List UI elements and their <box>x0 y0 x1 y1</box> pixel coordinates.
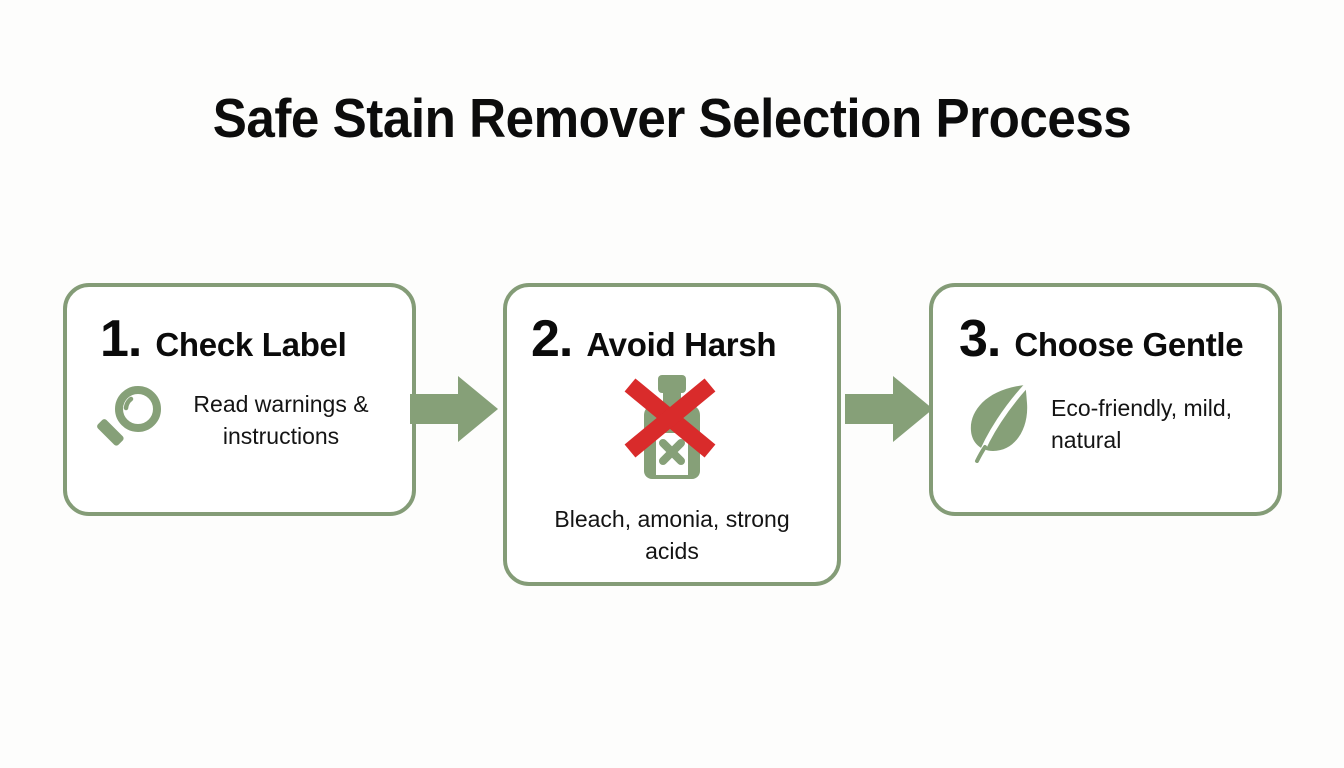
step-card-3[interactable]: 3. Choose Gentle Eco-friendly, mild, nat… <box>929 283 1282 516</box>
step-1-header: 1. Check Label <box>100 310 347 368</box>
step-3-description: Eco-friendly, mild, natural <box>1051 394 1233 453</box>
step-2-number: 2. <box>531 310 573 368</box>
step-1-description: Read warnings & instructions <box>193 390 369 449</box>
step-1-number: 1. <box>100 310 142 368</box>
leaf-icon <box>963 381 1039 468</box>
arrow-step1-to-step2 <box>410 376 498 447</box>
step-1-body: Read warnings & instructions <box>95 381 395 460</box>
step-3-body: Eco-friendly, mild, natural <box>963 381 1263 468</box>
step-2-description: Bleach, amonia, strong acids <box>554 506 790 564</box>
step-card-2[interactable]: 2. Avoid Harsh <box>503 283 841 586</box>
arrow-step2-to-step3 <box>845 376 933 447</box>
step-card-1[interactable]: 1. Check Label Read warnings & instructi… <box>63 283 416 516</box>
step-3-number: 3. <box>959 310 1001 368</box>
no-chemical-bottle-icon <box>618 373 726 490</box>
step-3-title: Choose Gentle <box>1014 326 1244 363</box>
magnifying-glass-icon <box>95 381 169 460</box>
step-2-title: Avoid Harsh <box>586 326 777 363</box>
step-2-header: 2. Avoid Harsh <box>531 310 777 368</box>
step-2-body: Bleach, amonia, strong acids <box>507 373 837 567</box>
step-1-title: Check Label <box>155 326 347 363</box>
page-title: Safe Stain Remover Selection Process <box>212 87 1132 149</box>
step-3-header: 3. Choose Gentle <box>959 310 1244 368</box>
